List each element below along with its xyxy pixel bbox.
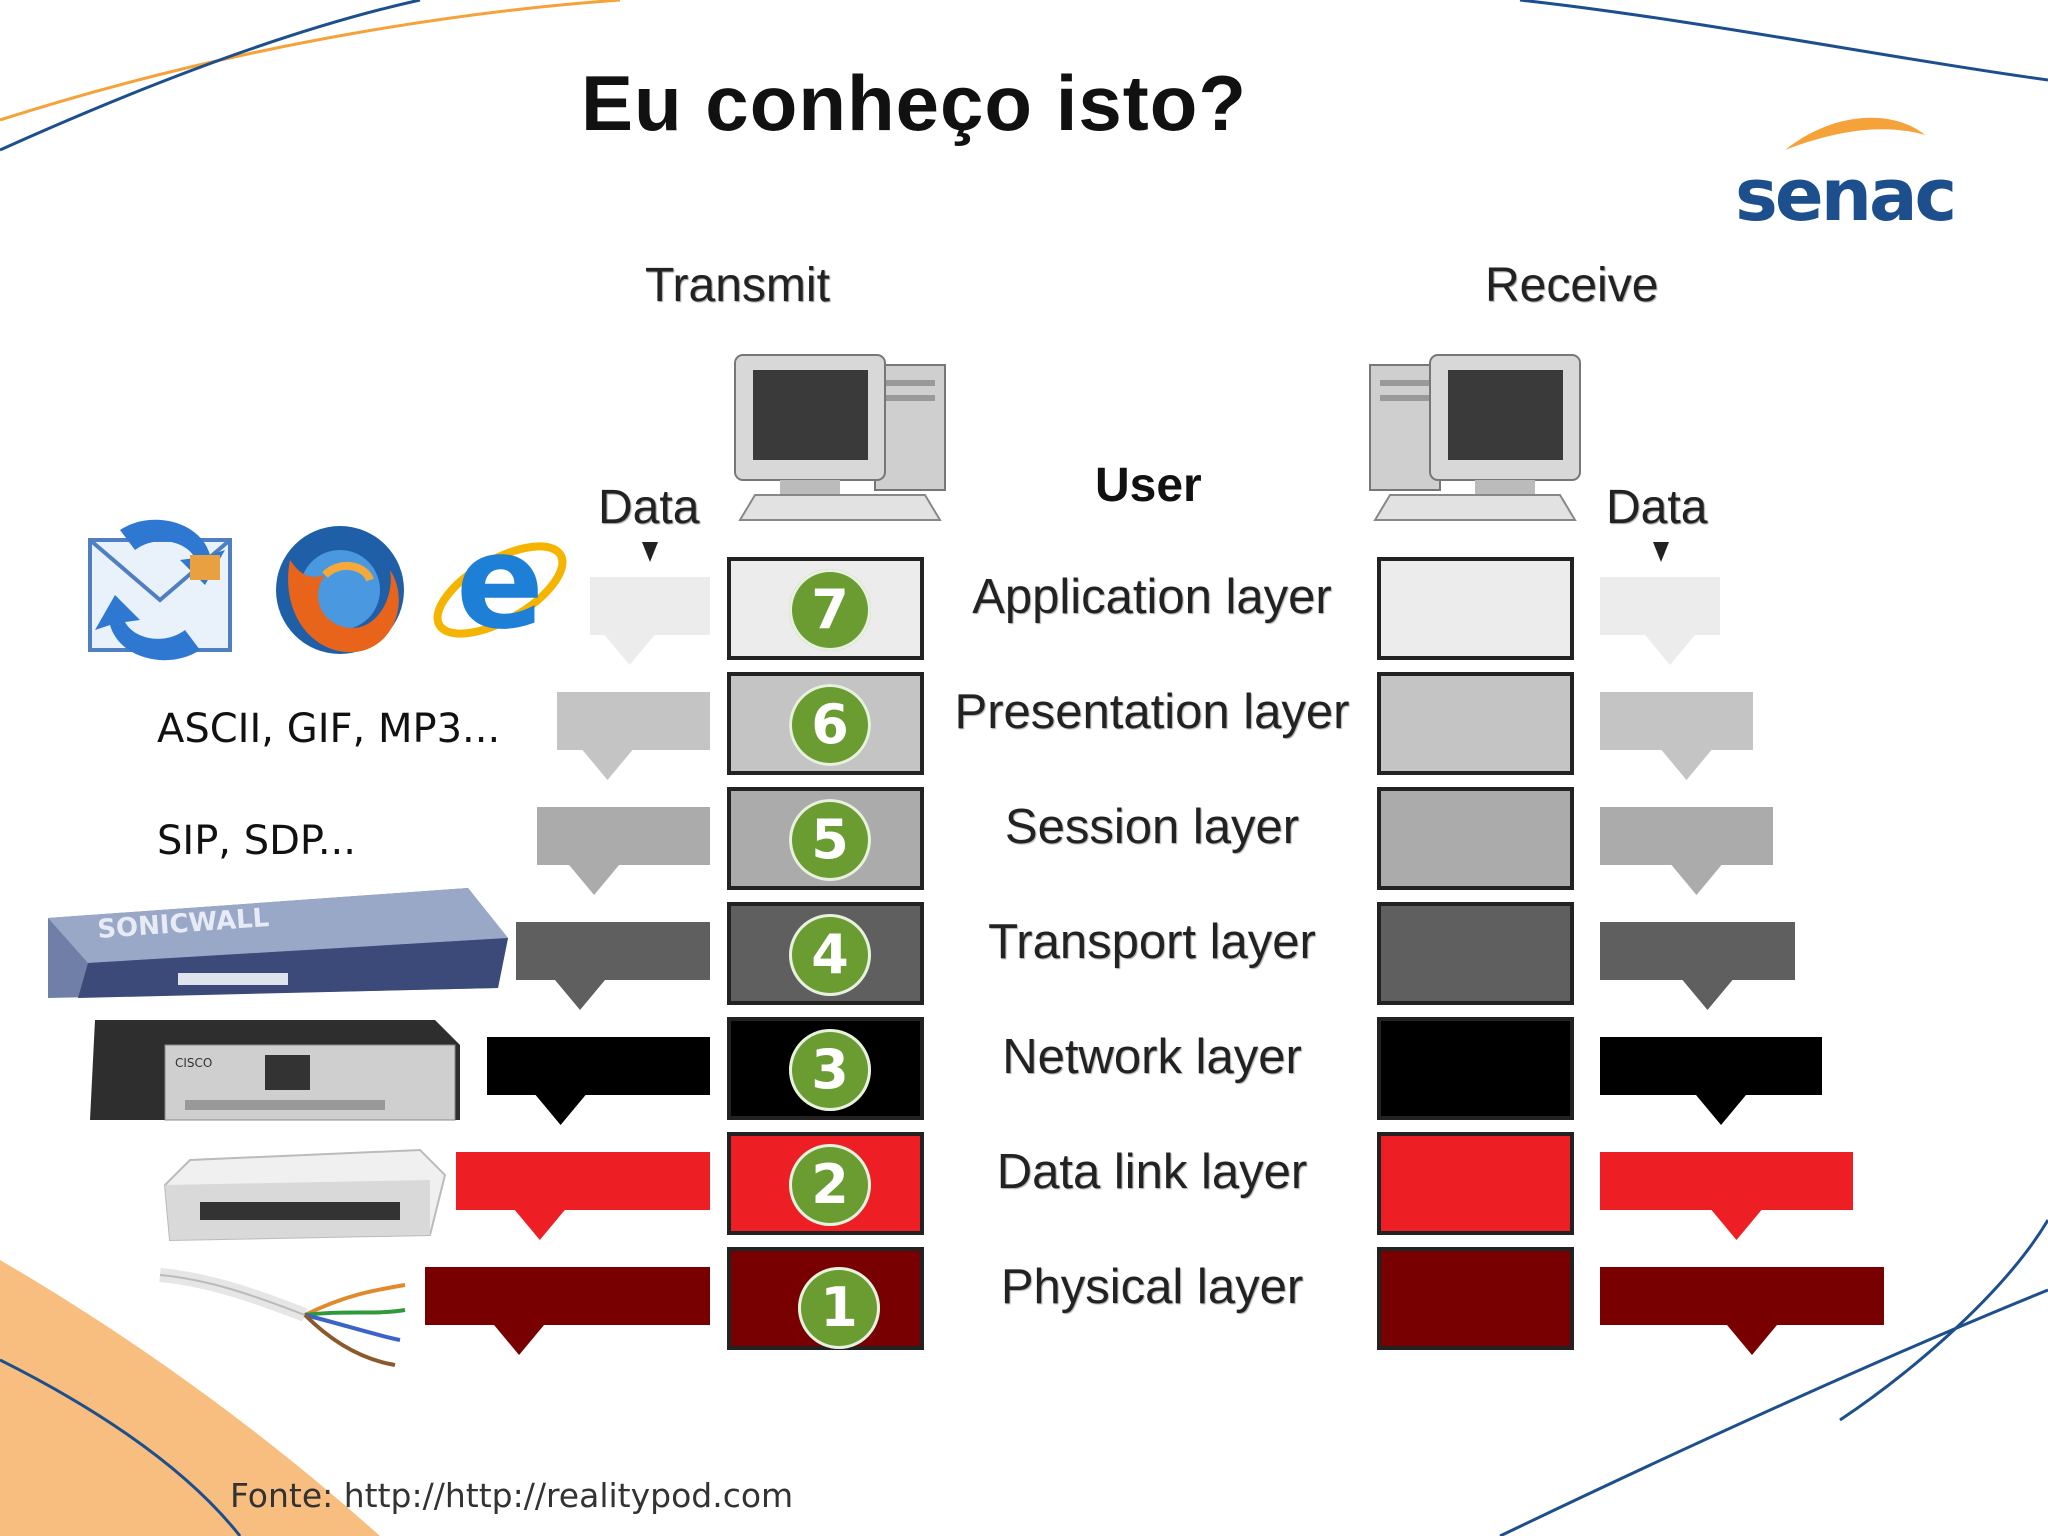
layer-number-badge: 5 — [789, 799, 871, 881]
source-credit: Fonte: http://http://realitypod.com — [230, 1476, 794, 1515]
receive-data-shape-layer-2 — [1600, 1152, 1853, 1240]
transmit-label: Transmit — [645, 259, 830, 312]
layer-name: Physical layer — [1000, 1260, 1304, 1314]
data-arrow-left-icon — [642, 542, 658, 562]
presentation-protocols-text: ASCII, GIF, MP3... — [157, 706, 501, 752]
layer-name: Transport layer — [988, 915, 1316, 969]
layer-name: Network layer — [1002, 1030, 1302, 1084]
router-device: CISCO — [90, 1020, 460, 1121]
transmit-data-shape-layer-5 — [537, 807, 710, 895]
computer-icon-transmit — [734, 354, 946, 521]
receive-layer-block-5 — [1377, 787, 1574, 890]
switch-device — [163, 1148, 447, 1242]
transmit-data-shape-layer-6 — [557, 692, 710, 780]
layer-name: Data link layer — [996, 1145, 1308, 1199]
transmit-data-shape-layer-4 — [516, 922, 710, 1010]
transmit-data-shape-layer-7 — [590, 577, 710, 665]
transmit-data-shape-layer-1 — [425, 1267, 710, 1355]
receive-layer-block-6 — [1377, 672, 1574, 775]
receive-data-shape-layer-4 — [1600, 922, 1795, 1010]
receive-data-shape-layer-5 — [1600, 807, 1773, 895]
data-arrow-right-icon — [1653, 542, 1669, 562]
router-brand-label: CISCO — [175, 1056, 212, 1070]
receive-layer-block-2 — [1377, 1132, 1574, 1235]
data-label-left: Data — [598, 481, 700, 534]
layer-name: Application layer — [972, 570, 1332, 624]
firefox-icon — [276, 526, 404, 654]
receive-layer-block-7 — [1377, 557, 1574, 660]
senac-logo: senac — [1735, 105, 1957, 237]
layer-number-badge: 1 — [798, 1267, 880, 1349]
network-cable — [159, 1268, 406, 1367]
transmit-data-shape-layer-2 — [456, 1152, 710, 1240]
firewall-device: SONICWALL — [48, 888, 508, 998]
layer-name: Session layer — [1004, 800, 1300, 854]
outlook-icon — [88, 519, 232, 661]
internet-explorer-icon: e — [433, 515, 567, 658]
receive-label: Receive — [1485, 259, 1659, 312]
receive-data-shape-layer-3 — [1600, 1037, 1822, 1125]
layer-name: Presentation layer — [954, 685, 1350, 739]
logo-text: senac — [1735, 153, 1957, 237]
receive-layer-block-1 — [1377, 1247, 1574, 1350]
layer-number-badge: 2 — [789, 1144, 871, 1226]
session-protocols-text: SIP, SDP... — [157, 818, 356, 864]
receive-data-shape-layer-7 — [1600, 577, 1720, 665]
layer-number-badge: 6 — [789, 684, 871, 766]
user-label: User — [1095, 459, 1202, 512]
logo-swoosh-icon — [1785, 117, 1925, 150]
layer-number-badge: 7 — [789, 569, 871, 651]
data-label-right: Data — [1606, 481, 1708, 534]
receive-layer-block-3 — [1377, 1017, 1574, 1120]
svg-text:e: e — [456, 515, 544, 658]
computer-icon-receive — [1369, 354, 1581, 521]
layer-number-badge: 3 — [789, 1029, 871, 1111]
slide-title: Eu conheço isto? — [580, 59, 1248, 147]
layer-number-badge: 4 — [789, 914, 871, 996]
receive-layer-block-4 — [1377, 902, 1574, 1005]
receive-data-shape-layer-1 — [1600, 1267, 1884, 1355]
transmit-data-shape-layer-3 — [487, 1037, 710, 1125]
receive-data-shape-layer-6 — [1600, 692, 1753, 780]
